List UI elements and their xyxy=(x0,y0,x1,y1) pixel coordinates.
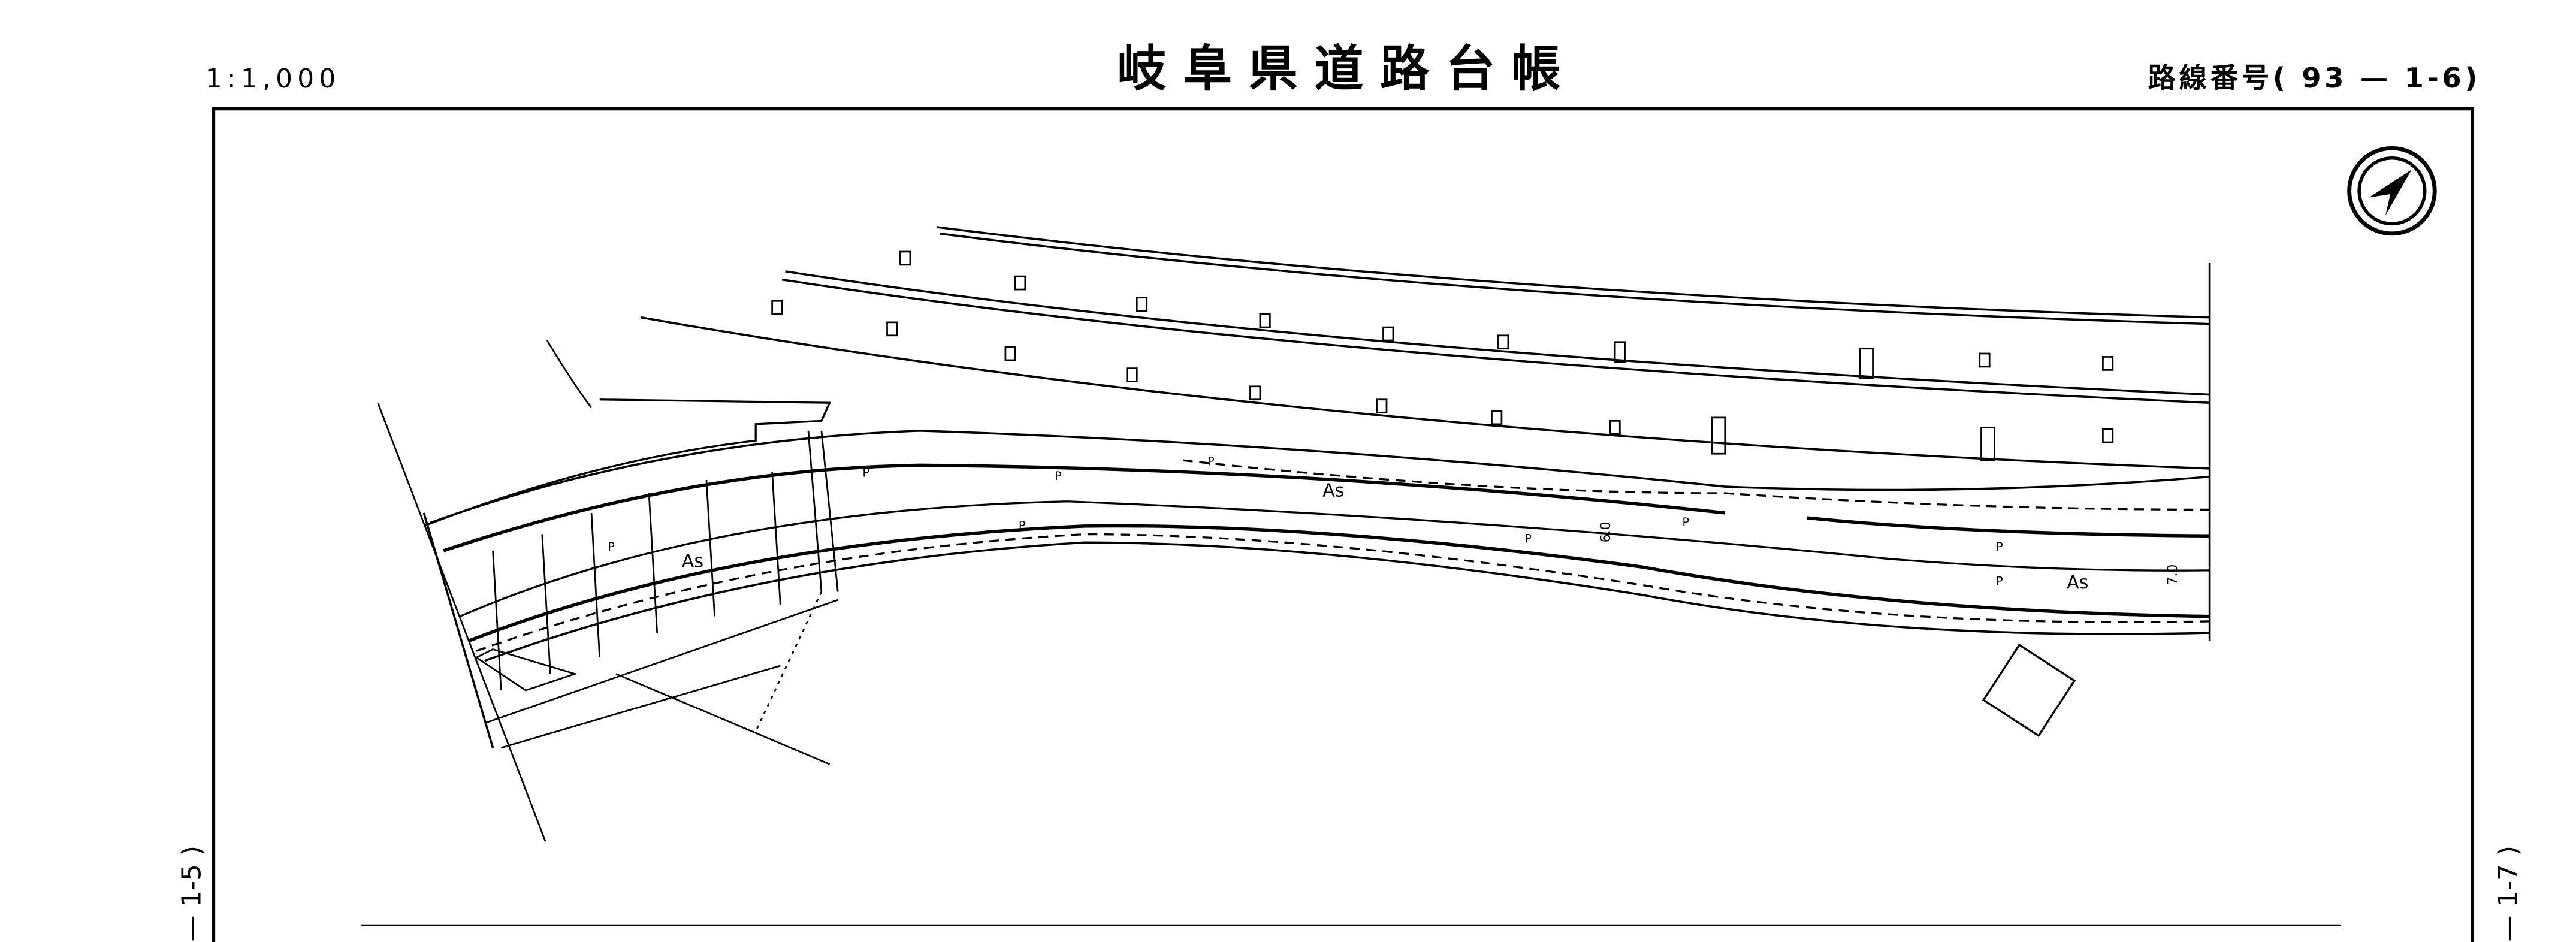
route-number: 路線番号( 93 — 1-6) xyxy=(2148,62,2481,94)
pole-label: P xyxy=(1996,540,2003,554)
scale-label: 1:1,000 xyxy=(206,64,341,94)
north-arrow-icon xyxy=(2347,146,2437,236)
upper-road xyxy=(640,226,2211,641)
map-frame xyxy=(212,107,2475,942)
boundary-lines xyxy=(377,402,838,842)
surface-label: As xyxy=(682,551,703,572)
pole-label: P xyxy=(1019,518,1026,532)
pole-label: P xyxy=(1683,515,1690,529)
building-outline xyxy=(1982,643,2076,738)
adjacent-sheet-left: — 1-5 ) xyxy=(176,846,207,941)
main-road xyxy=(422,340,2210,748)
adjacent-sheet-right: — 1-7 ) xyxy=(2493,846,2523,941)
surface-label: As xyxy=(1322,480,1344,501)
slope-lines xyxy=(492,472,781,691)
pole-label: P xyxy=(1207,454,1215,468)
parking-marks xyxy=(771,250,2114,461)
sheet-title: 岐阜県道路台帳 xyxy=(1117,41,1577,98)
pole-label: P xyxy=(1996,575,2003,588)
pole-label: P xyxy=(862,466,869,480)
surface-label: As xyxy=(2067,572,2088,593)
pole-label: P xyxy=(1055,469,1062,483)
width-label: 6.0 xyxy=(1599,521,1614,542)
width-label: 7.0 xyxy=(2166,564,2181,585)
pole-label: P xyxy=(608,540,615,554)
hatched-area xyxy=(475,648,578,692)
pole-label: P xyxy=(1524,532,1532,545)
map-annotations: As As As P P P P P P P P P 6.0 7.0 xyxy=(608,454,2180,593)
